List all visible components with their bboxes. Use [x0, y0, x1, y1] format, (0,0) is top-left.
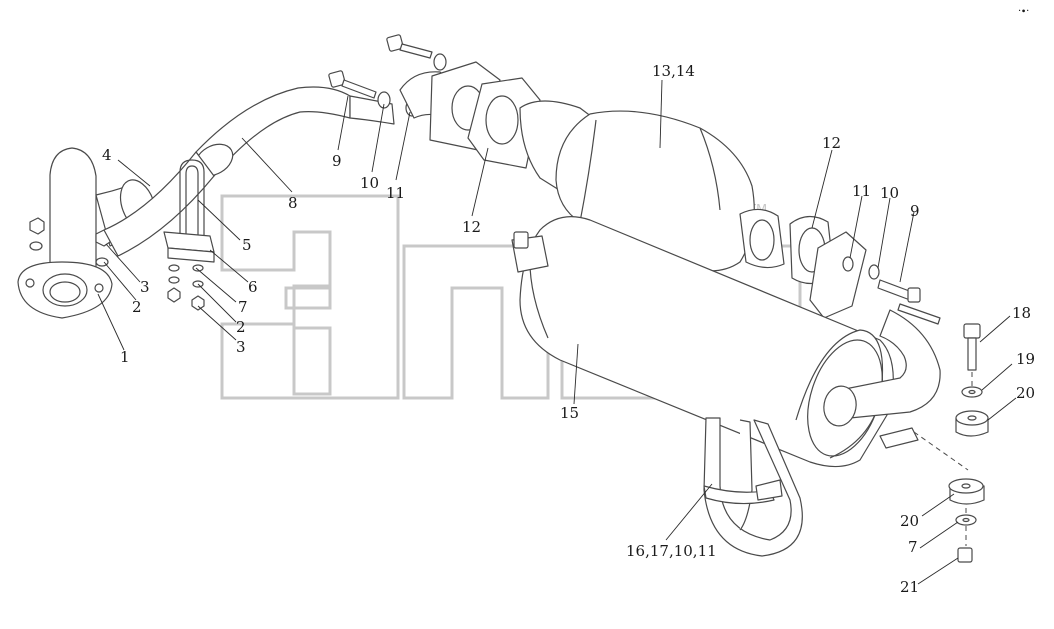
u-bolt-clamp-part-5 [179, 159, 205, 250]
callout-10-rear: 10 [880, 184, 899, 202]
callout-7-right: 7 [908, 538, 918, 556]
callout-11-upper: 11 [386, 184, 405, 202]
callout-1: 1 [120, 348, 130, 366]
callout-6: 6 [248, 278, 258, 296]
callout-12-rear: 12 [822, 134, 841, 152]
assembly-axis-lines [913, 372, 973, 546]
washer-part-19 [961, 386, 983, 398]
callout-8: 8 [288, 194, 298, 212]
nut-part-21 [957, 547, 973, 563]
callout-12-upper: 12 [462, 218, 481, 236]
tailpipe-part-16 [703, 417, 803, 557]
callout-9-rear: 9 [910, 202, 920, 220]
callout-3-left: 3 [140, 278, 150, 296]
rear-bolt-part-9 [842, 256, 941, 325]
rubber-cushion-part-20-upper [955, 410, 989, 437]
callout-labels: 1 2 3 4 3 2 7 6 5 8 9 10 11 12 13,14 12 … [102, 62, 1035, 596]
callout-7-clamp: 7 [238, 298, 248, 316]
callout-19: 19 [1016, 350, 1035, 368]
mount-bolt-part-18 [963, 323, 981, 371]
callout-10-upper: 10 [360, 174, 379, 192]
callout-18: 18 [1012, 304, 1031, 322]
rubber-cushion-part-20-lower [948, 478, 985, 505]
callout-2-left: 2 [132, 298, 142, 316]
callout-4: 4 [102, 146, 112, 164]
callout-2-clamp: 2 [236, 318, 246, 336]
callout-21: 21 [900, 578, 919, 596]
washer-part-7-right [955, 514, 977, 526]
bent-pipe-part-8 [103, 86, 395, 257]
rear-flange-part-11 [809, 231, 867, 319]
callout-9-upper: 9 [332, 152, 342, 170]
leader-lines [97, 79, 1017, 585]
callout-20-lower: 20 [900, 512, 919, 530]
gasket-part-12-upper [467, 77, 541, 169]
callout-11-rear: 11 [852, 182, 871, 200]
bolt-part-9-upper [328, 34, 433, 99]
callout-15: 15 [560, 404, 579, 422]
rear-mount-bracket [879, 427, 919, 449]
clamp-bracket-part-6 [163, 231, 215, 263]
callout-13-14: 13,14 [652, 62, 695, 80]
callout-3-clamp: 3 [236, 338, 246, 356]
corner-mark: ·∙· [1018, 6, 1029, 17]
callout-5: 5 [242, 236, 252, 254]
callout-20-upper: 20 [1016, 384, 1035, 402]
clamp-hardware-group [167, 264, 205, 311]
muffler-outlet-pipe [823, 309, 941, 427]
callout-16-17-10-11: 16,17,10,11 [626, 542, 717, 560]
muffler-bracket [511, 231, 549, 273]
